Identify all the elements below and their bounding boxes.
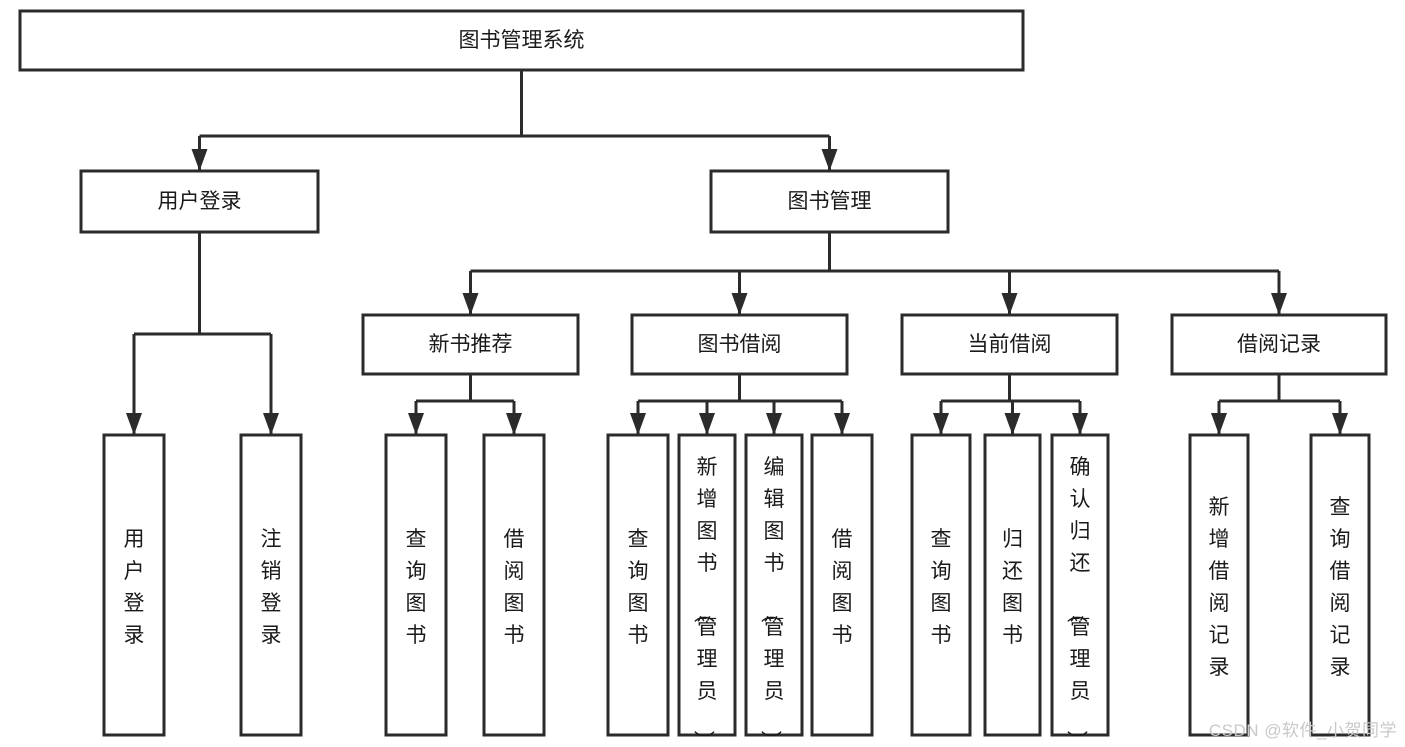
node-label-borrow-record: 借阅记录 (1237, 333, 1321, 356)
arrow-leaf-query-book-rec (408, 413, 424, 435)
node-group: 图书管理系统用户登录图书管理新书推荐图书借阅当前借阅借阅记录用户登录注销登录查询… (18, 9, 1388, 747)
node-leaf-return-book[interactable]: 归还图书 (983, 433, 1042, 737)
node-box-borrow-record (1170, 313, 1388, 376)
node-label-book-borrow: 图书借阅 (698, 333, 782, 356)
node-box-leaf-query-borrow-record (1309, 433, 1371, 737)
node-box-leaf-add-borrow-record (1188, 433, 1250, 737)
node-label-leaf-add-borrow-record: 新增借阅记录 (1209, 496, 1230, 679)
node-leaf-query-book-current[interactable]: 查询图书 (910, 433, 972, 737)
node-box-book-borrow (630, 313, 849, 376)
node-label-root: 图书管理系统 (459, 29, 585, 52)
node-label-user-login: 用户登录 (158, 190, 242, 213)
node-current-borrow[interactable]: 当前借阅 (900, 313, 1119, 376)
arrow-leaf-borrow-book (834, 413, 850, 435)
node-box-root (18, 9, 1025, 72)
arrow-leaf-query-book-borrow (630, 413, 646, 435)
node-box-leaf-user-logout (239, 433, 303, 737)
node-leaf-query-book-borrow[interactable]: 查询图书 (606, 433, 670, 737)
node-leaf-add-book-admin[interactable]: 新增图书（管理员） (677, 433, 737, 747)
arrow-leaf-edit-book-admin (766, 413, 782, 435)
watermark-label: CSDN @软件_小贺同学 (1208, 721, 1397, 740)
arrow-book-manage (821, 149, 838, 171)
node-box-book-manage (709, 169, 950, 234)
node-book-borrow[interactable]: 图书借阅 (630, 313, 849, 376)
node-leaf-query-borrow-record[interactable]: 查询借阅记录 (1309, 433, 1371, 737)
arrow-leaf-user-login (126, 413, 142, 435)
arrow-leaf-add-borrow-record (1211, 413, 1227, 435)
node-label-leaf-borrow-book: 借阅图书 (832, 528, 853, 647)
node-box-leaf-borrow-book-rec (482, 433, 546, 737)
node-label-leaf-add-book-admin: 新增图书（管理员） (692, 456, 718, 747)
node-box-leaf-query-book-current (910, 433, 972, 737)
node-box-leaf-query-book-borrow (606, 433, 670, 737)
arrow-new-book-recommend (462, 293, 479, 315)
node-box-new-book-recommend (361, 313, 580, 376)
node-box-user-login (79, 169, 320, 234)
arrow-leaf-return-book (1004, 413, 1021, 435)
arrow-leaf-query-borrow-record (1332, 413, 1348, 435)
node-borrow-record[interactable]: 借阅记录 (1170, 313, 1388, 376)
node-label-leaf-borrow-book-rec: 借阅图书 (504, 528, 525, 647)
node-box-leaf-confirm-return-admin (1050, 433, 1110, 737)
node-leaf-user-logout[interactable]: 注销登录 (239, 433, 303, 737)
node-label-leaf-query-borrow-record: 查询借阅记录 (1330, 496, 1351, 679)
node-label-leaf-user-login: 用户登录 (124, 528, 145, 647)
node-box-leaf-borrow-book (810, 433, 874, 737)
node-label-book-manage: 图书管理 (788, 190, 872, 213)
arrow-leaf-borrow-book-rec (506, 413, 522, 435)
node-label-leaf-query-book-rec: 查询图书 (406, 528, 427, 647)
node-label-leaf-query-book-current: 查询图书 (931, 528, 952, 647)
node-box-leaf-query-book-rec (384, 433, 448, 737)
node-label-current-borrow: 当前借阅 (968, 333, 1052, 356)
node-label-new-book-recommend: 新书推荐 (429, 333, 513, 356)
node-leaf-borrow-book[interactable]: 借阅图书 (810, 433, 874, 737)
node-box-leaf-user-login (102, 433, 166, 737)
arrow-leaf-confirm-return-admin (1072, 413, 1088, 435)
arrow-leaf-add-book-admin (699, 413, 715, 435)
node-user-login[interactable]: 用户登录 (79, 169, 320, 234)
node-leaf-borrow-book-rec[interactable]: 借阅图书 (482, 433, 546, 737)
arrow-current-borrow (1001, 293, 1018, 315)
node-book-manage[interactable]: 图书管理 (709, 169, 950, 234)
node-leaf-user-login[interactable]: 用户登录 (102, 433, 166, 737)
node-label-leaf-user-logout: 注销登录 (261, 528, 282, 647)
connector-group (126, 70, 1348, 435)
node-new-book-recommend[interactable]: 新书推荐 (361, 313, 580, 376)
node-label-leaf-edit-book-admin: 编辑图书（管理员） (759, 456, 785, 747)
node-root[interactable]: 图书管理系统 (18, 9, 1025, 72)
node-leaf-confirm-return-admin[interactable]: 确认归还（管理员） (1050, 433, 1110, 747)
node-label-leaf-confirm-return-admin: 确认归还（管理员） (1065, 456, 1091, 747)
arrow-book-borrow (731, 293, 748, 315)
node-box-leaf-edit-book-admin (744, 433, 804, 737)
node-leaf-query-book-rec[interactable]: 查询图书 (384, 433, 448, 737)
node-leaf-edit-book-admin[interactable]: 编辑图书（管理员） (744, 433, 804, 747)
node-label-leaf-return-book: 归还图书 (1002, 528, 1023, 647)
node-box-leaf-add-book-admin (677, 433, 737, 737)
arrow-leaf-user-logout (263, 413, 279, 435)
arrow-leaf-query-book-current (933, 413, 949, 435)
arrow-borrow-record (1271, 293, 1287, 315)
node-box-leaf-return-book (983, 433, 1042, 737)
node-label-leaf-query-book-borrow: 查询图书 (628, 528, 649, 647)
node-leaf-add-borrow-record[interactable]: 新增借阅记录 (1188, 433, 1250, 737)
node-box-current-borrow (900, 313, 1119, 376)
arrow-user-login (191, 149, 208, 171)
